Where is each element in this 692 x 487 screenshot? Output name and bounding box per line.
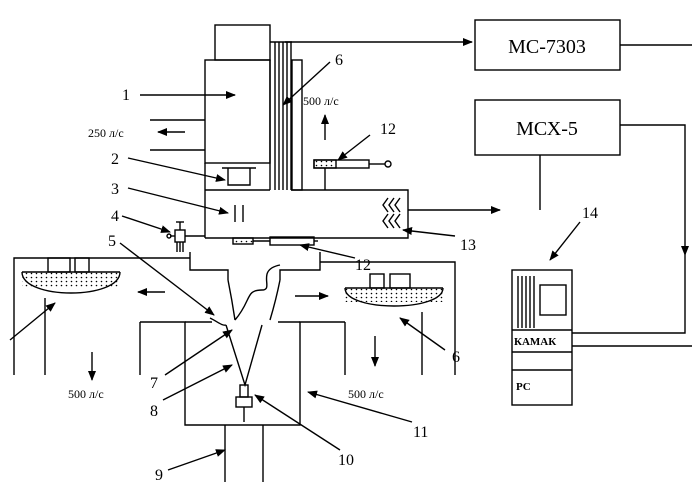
flow-arrows: [88, 114, 379, 381]
right-cryopump-6: [320, 261, 456, 375]
label-9: 9: [155, 467, 163, 482]
label-1: 1: [122, 87, 130, 104]
camac-label: КАМАК: [514, 336, 556, 348]
flow-label-500-top: 500 л/с: [303, 94, 339, 108]
flow-label-250: 250 л/с: [88, 126, 124, 140]
detector-13: [382, 197, 401, 229]
valve-12-mid: [232, 236, 318, 246]
label-13: 13: [460, 237, 476, 254]
label-pointers: [9, 61, 581, 471]
label-5: 5: [108, 233, 116, 250]
pc-label: PC: [516, 381, 531, 393]
signal-lines: [285, 38, 692, 347]
beam-cone-7-8: [209, 317, 263, 388]
ion-source-2: [222, 167, 256, 186]
top-cap: [214, 24, 271, 61]
cryo-panel-6: [270, 41, 292, 190]
flow-labels: 250 л/с 500 л/с 500 л/с 500 л/с: [68, 94, 384, 401]
label-12-mid: 12: [355, 257, 371, 274]
mass-spectrometer-tube-1: [204, 59, 271, 190]
msx5-box: [474, 99, 621, 156]
label-3: 3: [111, 181, 119, 198]
skimmer-3: [234, 205, 244, 222]
label-6-top: 6: [335, 52, 343, 69]
label-8: 8: [150, 403, 158, 420]
label-2: 2: [111, 151, 119, 168]
label-14: 14: [582, 205, 598, 222]
label-11: 11: [413, 424, 428, 441]
label-12-top: 12: [380, 121, 396, 138]
label-4: 4: [111, 208, 119, 225]
label-10: 10: [338, 452, 354, 469]
upper-chamber: [204, 59, 409, 239]
target-holder-10: [235, 384, 253, 422]
gas-inlet-valve-4: [166, 221, 205, 252]
lower-chamber-11: [139, 321, 346, 426]
valve-12-top: [313, 159, 392, 190]
left-pump-port: [150, 119, 205, 151]
nozzle-section: [189, 252, 321, 321]
flow-label-500-left: 500 л/с: [68, 387, 104, 401]
label-7: 7: [150, 375, 158, 392]
ms7303-label: МС-7303: [508, 36, 586, 58]
device-labels: МС-7303 МСХ-5 КАМАК PC: [508, 36, 586, 393]
flow-label-500-right: 500 л/с: [348, 387, 384, 401]
label-6-right: 6: [452, 349, 460, 366]
camac-crate-14: [511, 269, 573, 406]
flange-9: [224, 425, 264, 482]
msx5-label: МСХ-5: [516, 118, 578, 140]
number-labels: 1 2 3 4 5 6 6 7 8 9 10 11 12 12 13 14: [108, 52, 598, 484]
